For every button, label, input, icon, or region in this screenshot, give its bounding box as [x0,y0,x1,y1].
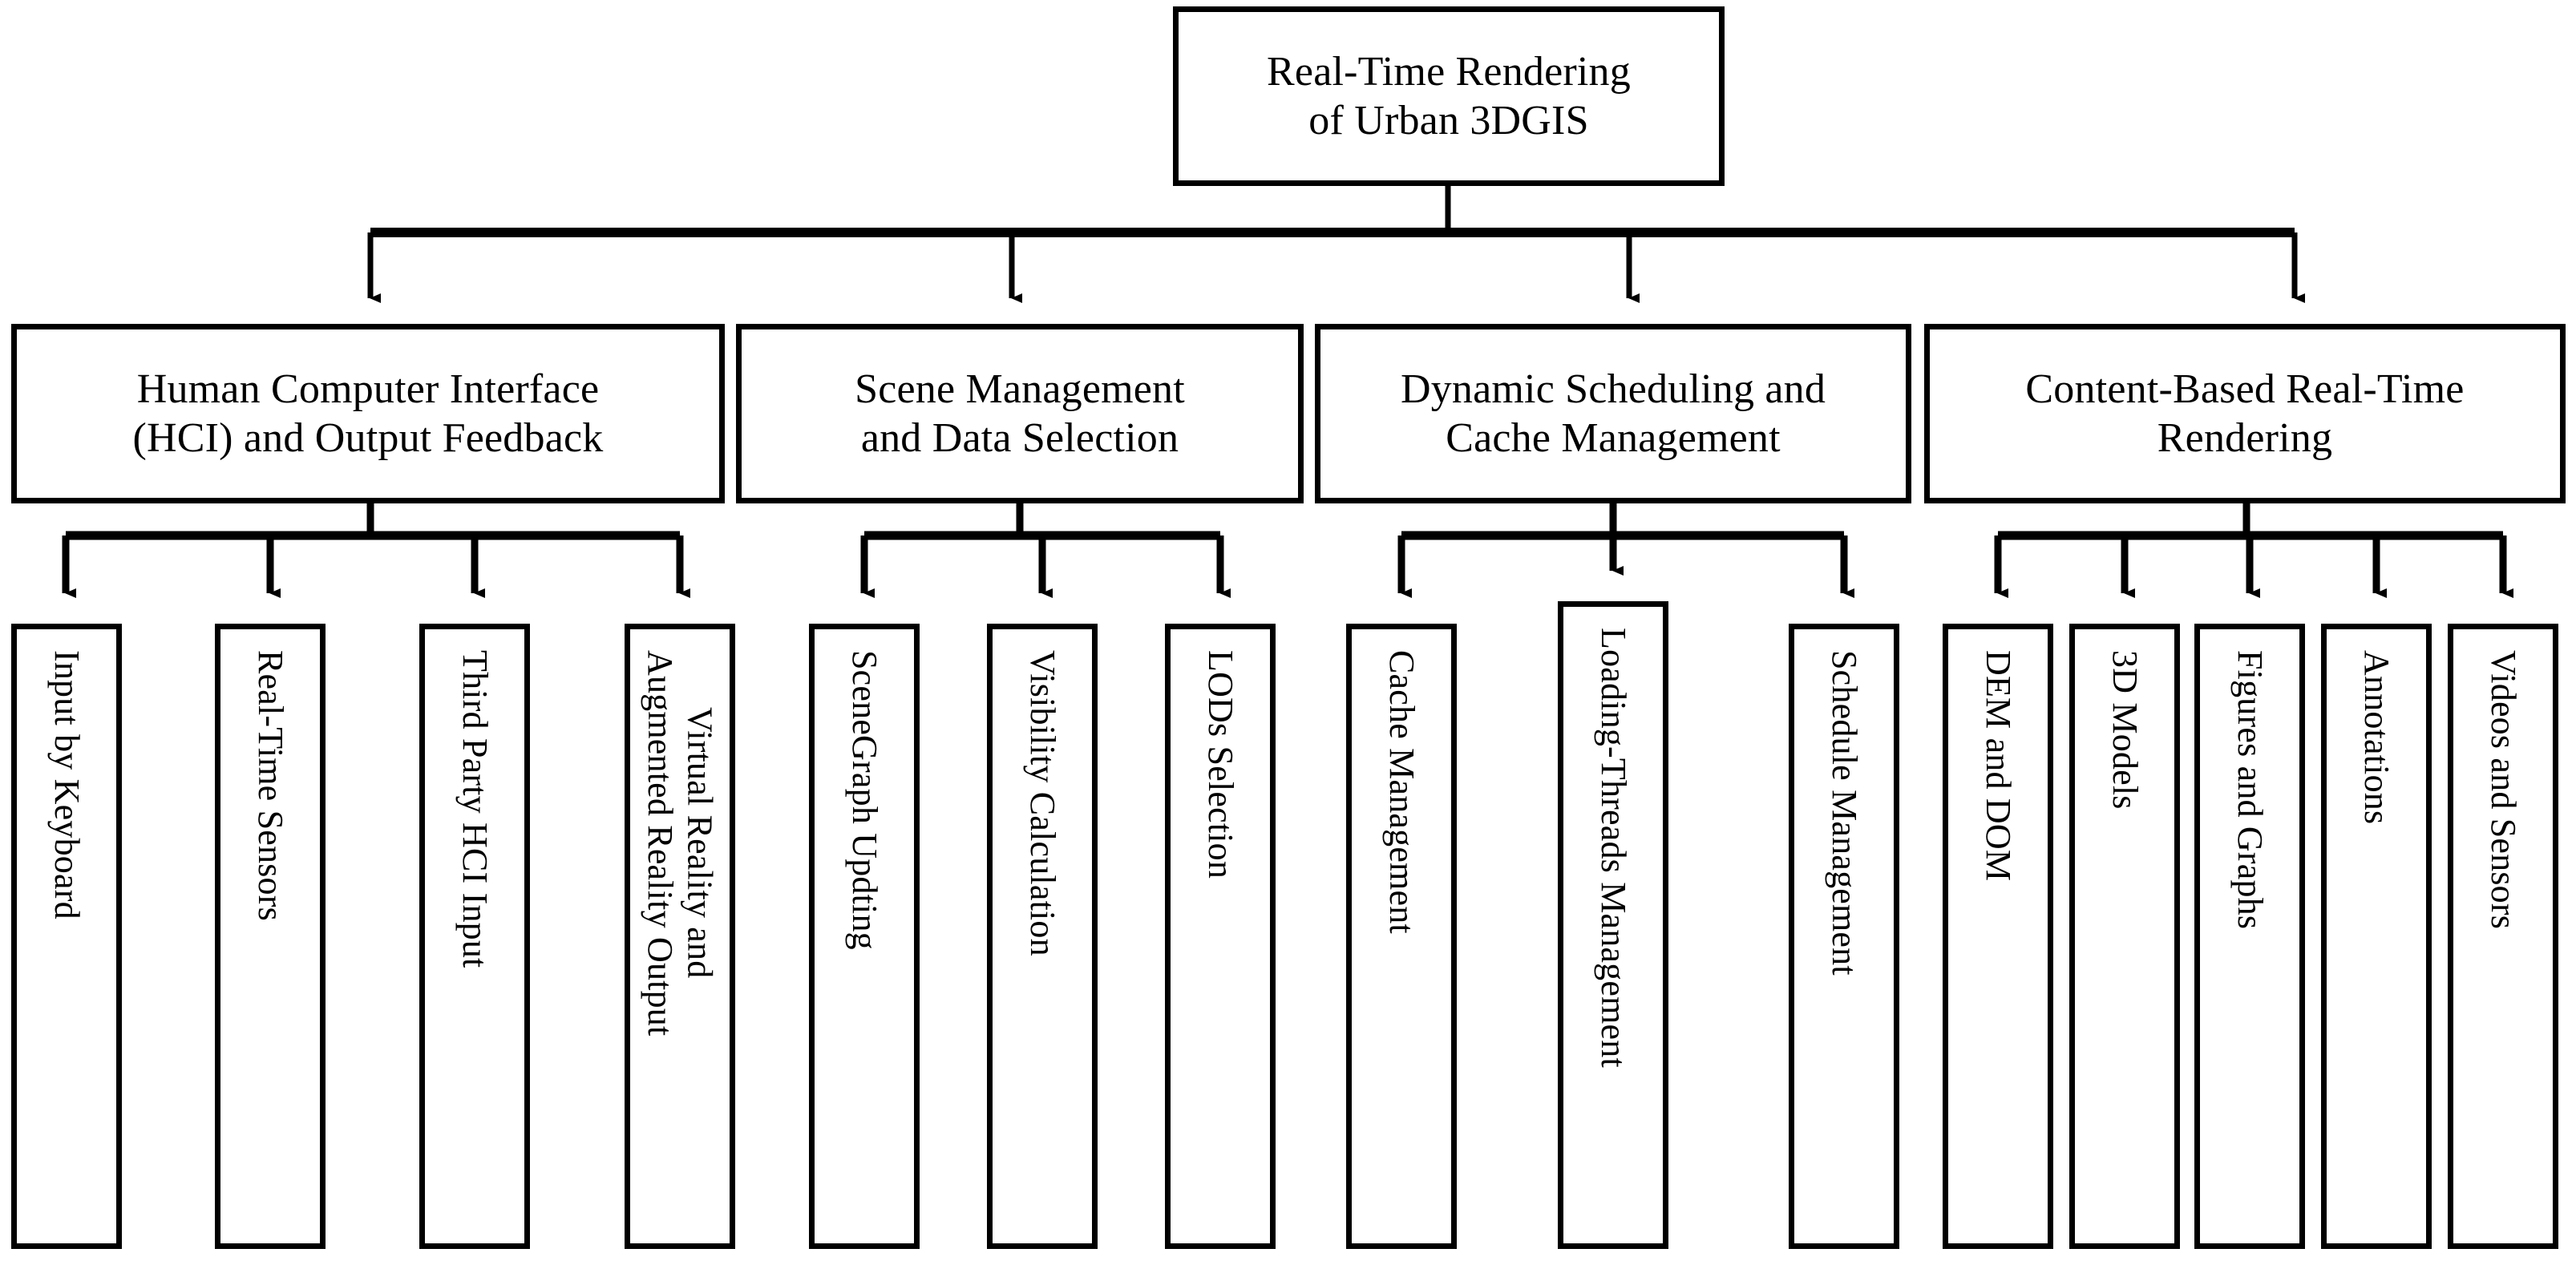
branch-node-human-computer-interface[interactable]: Human Computer Interface (HCI) and Outpu… [11,324,725,503]
vertical-text-wrapper: Videos and Sensors [2453,650,2553,1243]
leaf-node-visibility-calculation[interactable]: Visibility Calculation [987,624,1098,1249]
leaf-node-label: Input by Keyboard [47,650,87,919]
leaf-node-label: Virtual Reality and Augmented Reality Ou… [641,650,720,1037]
branch-node-label: Human Computer Interface (HCI) and Outpu… [132,366,604,461]
vertical-text-wrapper: Virtual Reality and Augmented Reality Ou… [630,650,730,1243]
branch-node-label: Content-Based Real-Time Rendering [2025,366,2465,461]
leaf-node-label: SceneGraph Updting [844,650,884,950]
leaf-node-input-by-keyboard[interactable]: Input by Keyboard [11,624,122,1249]
root-node[interactable]: Real-Time Rendering of Urban 3DGIS [1173,6,1725,186]
leaf-node-figures-and-graphs[interactable]: Figures and Graphs [2194,624,2305,1249]
vertical-text-wrapper: 3D Models [2075,650,2174,1243]
leaf-node-third-party-hci-input[interactable]: Third Party HCI Input [419,624,530,1249]
leaf-node-label: Cache Management [1381,650,1421,934]
leaf-node-label: Visibility Calculation [1022,650,1062,956]
vertical-text-wrapper: Third Party HCI Input [425,650,524,1243]
branch-node-content-based-rendering[interactable]: Content-Based Real-Time Rendering [1924,324,2566,503]
leaf-node-cache-management[interactable]: Cache Management [1346,624,1457,1249]
leaf-node-label: Third Party HCI Input [455,650,495,968]
leaf-node-label: Schedule Management [1824,650,1864,976]
leaf-node-dem-and-dom[interactable]: DEM and DOM [1943,624,2053,1249]
leaf-node-annotations[interactable]: Annotations [2321,624,2432,1249]
leaf-node-scenegraph-updting[interactable]: SceneGraph Updting [809,624,920,1249]
vertical-text-wrapper: LODs Selection [1171,650,1270,1243]
root-node-label: Real-Time Rendering of Urban 3DGIS [1267,48,1631,143]
leaf-node-label: LODs Selection [1200,650,1240,879]
leaf-node-real-time-sensors[interactable]: Real-Time Sensors [215,624,326,1249]
leaf-node-label: DEM and DOM [1978,650,2018,882]
leaf-node-label: Annotations [2356,650,2396,825]
vertical-text-wrapper: SceneGraph Updting [815,650,914,1243]
leaf-node-loading-threads-management[interactable]: Loading-Threads Management [1558,601,1668,1249]
leaf-node-virtual-reality-and-augmented-reality-output[interactable]: Virtual Reality and Augmented Reality Ou… [625,624,735,1249]
vertical-text-wrapper: Input by Keyboard [17,650,116,1243]
vertical-text-wrapper: DEM and DOM [1948,650,2048,1243]
leaf-node-label: Videos and Sensors [2483,650,2523,930]
vertical-text-wrapper: Loading-Threads Management [1563,628,1663,1243]
leaf-node-label: 3D Models [2105,650,2145,810]
branch-node-label: Dynamic Scheduling and Cache Management [1400,366,1826,461]
leaf-node-lods-selection[interactable]: LODs Selection [1165,624,1276,1249]
leaf-node-schedule-management[interactable]: Schedule Management [1789,624,1899,1249]
vertical-text-wrapper: Schedule Management [1794,650,1894,1243]
branch-node-dynamic-scheduling[interactable]: Dynamic Scheduling and Cache Management [1315,324,1911,503]
branch-node-scene-management[interactable]: Scene Management and Data Selection [736,324,1304,503]
leaf-node-label: Real-Time Sensors [250,650,290,921]
leaf-node-3d-models[interactable]: 3D Models [2069,624,2180,1249]
vertical-text-wrapper: Annotations [2327,650,2426,1243]
vertical-text-wrapper: Visibility Calculation [993,650,1092,1243]
leaf-node-videos-and-sensors[interactable]: Videos and Sensors [2448,624,2558,1249]
vertical-text-wrapper: Cache Management [1352,650,1451,1243]
leaf-node-label: Loading-Threads Management [1593,628,1633,1068]
branch-node-label: Scene Management and Data Selection [855,366,1185,461]
vertical-text-wrapper: Real-Time Sensors [220,650,320,1243]
leaf-node-label: Figures and Graphs [2230,650,2270,930]
vertical-text-wrapper: Figures and Graphs [2200,650,2299,1243]
